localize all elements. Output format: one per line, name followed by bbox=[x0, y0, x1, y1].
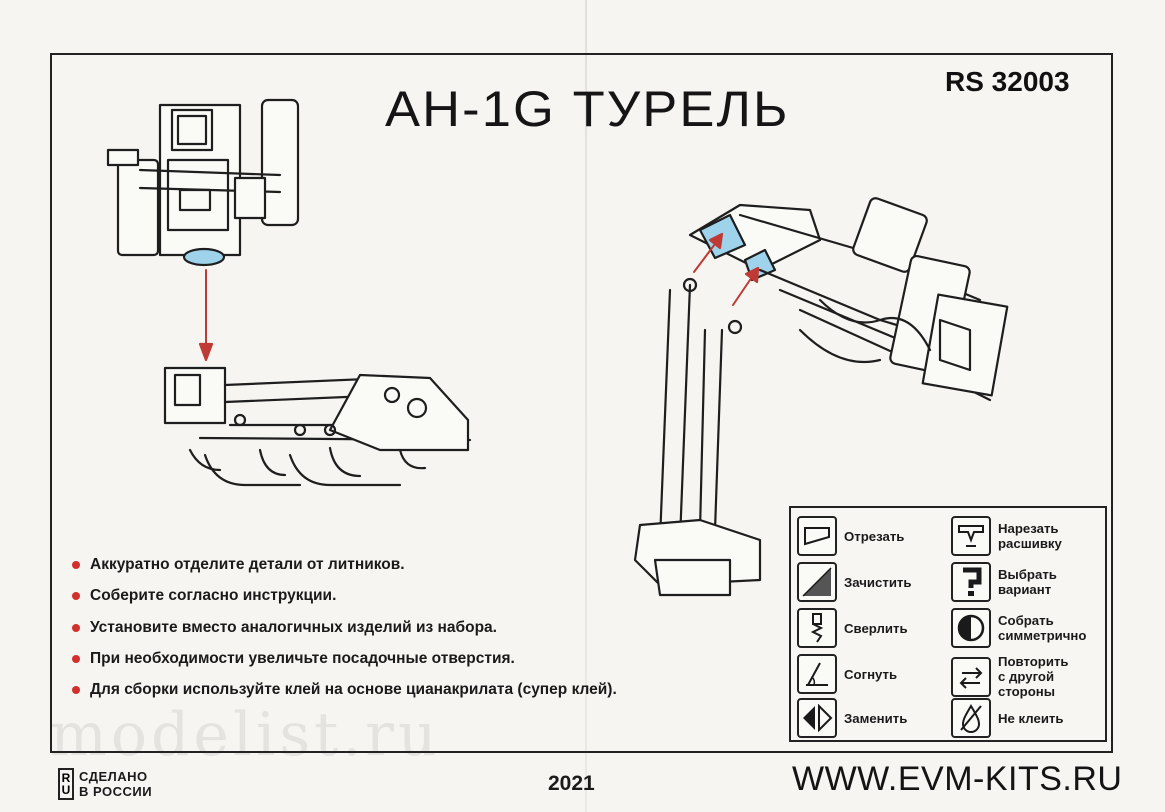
legend-item-choose: Выбрать вариант bbox=[951, 562, 1057, 602]
list-item: Соберите согласно инструкции. bbox=[72, 586, 617, 617]
bullet-icon bbox=[72, 654, 80, 663]
product-code: RS 32003 bbox=[945, 66, 1070, 97]
bullet-icon bbox=[72, 561, 80, 569]
legend-item-sand: Зачистить bbox=[797, 562, 912, 602]
list-item: Установите вместо аналогичных изделий из… bbox=[72, 618, 617, 649]
question-icon bbox=[951, 562, 991, 602]
legend-item-drill: Сверлить bbox=[797, 608, 908, 648]
list-item: При необходимости увеличьте посадочные о… bbox=[72, 649, 617, 680]
legend-item-repeat: Повторить с другой стороны bbox=[951, 654, 1069, 699]
replace-icon bbox=[797, 698, 837, 738]
bullet-icon bbox=[72, 592, 80, 601]
legend-item-symmetric: Собрать симметрично bbox=[951, 608, 1086, 648]
page-title: AH-1G ТУРЕЛЬ bbox=[385, 81, 790, 137]
legend-item-replace: Заменить bbox=[797, 698, 907, 738]
cut-icon bbox=[797, 516, 837, 556]
bullet-icon bbox=[72, 686, 80, 695]
instruction-list: Аккуратно отделите детали от литников. С… bbox=[72, 555, 617, 711]
engrave-icon bbox=[951, 516, 991, 556]
website-link[interactable]: WWW.EVM-KITS.RU bbox=[792, 760, 1123, 798]
base-part-drawing bbox=[163, 366, 472, 487]
content-frame bbox=[50, 53, 1113, 753]
legend-item-engrave: Нарезать расшивку bbox=[951, 516, 1062, 556]
drill-icon bbox=[797, 608, 837, 648]
symbol-legend: Отрезать Зачистить Сверлить Согнуть Заме… bbox=[789, 506, 1107, 742]
repeat-icon bbox=[951, 656, 991, 697]
bend-icon bbox=[797, 654, 837, 694]
bullet-icon bbox=[72, 623, 80, 632]
legend-item-cut: Отрезать bbox=[797, 516, 904, 556]
list-item: Аккуратно отделите детали от литников. bbox=[72, 555, 617, 586]
made-in-text: СДЕЛАНО В РОССИИ bbox=[79, 769, 153, 799]
legend-item-bend: Согнуть bbox=[797, 654, 897, 694]
list-item: Для сборки используйте клей на основе ци… bbox=[72, 680, 617, 711]
fold-line bbox=[585, 0, 587, 812]
sand-icon bbox=[797, 562, 837, 602]
half-circle-icon bbox=[951, 608, 991, 648]
mount-part-drawing bbox=[106, 98, 300, 267]
watermark: modelist.ru bbox=[50, 700, 441, 770]
year: 2021 bbox=[548, 772, 595, 795]
legend-item-no-glue: Не клеить bbox=[951, 698, 1064, 738]
assembled-turret-drawing bbox=[633, 197, 1009, 597]
no-glue-icon bbox=[951, 698, 991, 738]
